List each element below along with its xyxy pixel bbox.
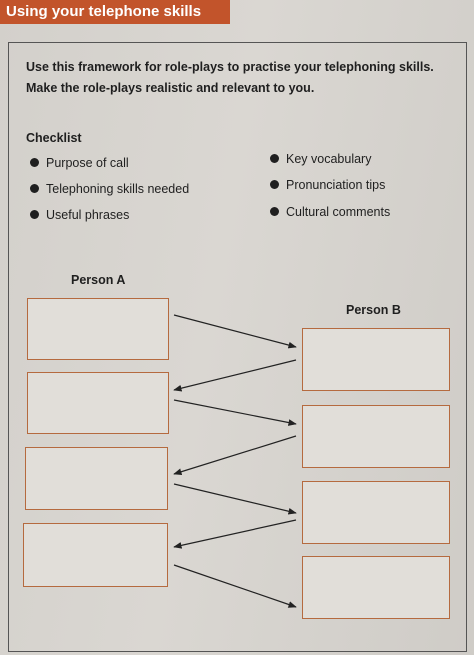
checklist-item: Key vocabulary [270,152,371,166]
person-b-box-4[interactable] [302,556,450,619]
bullet-icon [30,210,39,220]
checklist-item: Purpose of call [30,156,129,170]
instructions: Use this framework for role-plays to pra… [26,57,456,99]
arrow-b3-to-a4 [173,519,297,549]
person-a-box-1[interactable] [27,298,169,360]
arrow-b2-to-a3 [173,435,297,475]
checklist-item: Useful phrases [30,208,129,222]
person-b-box-1[interactable] [302,328,450,391]
arrow-b1-to-a2 [173,359,297,392]
person-a-box-2[interactable] [27,372,169,434]
framework-frame [8,42,467,652]
checklist-item: Cultural comments [270,205,390,219]
arrow-a4-to-b4 [173,564,297,608]
person-a-box-3[interactable] [25,447,168,510]
checklist-heading: Checklist [26,131,82,145]
bullet-icon [270,207,279,217]
person-b-box-3[interactable] [302,481,450,544]
bullet-icon [30,158,39,168]
bullet-icon [30,184,39,194]
bullet-icon [270,154,279,164]
instruction-line-2: Make the role-plays realistic and releva… [26,81,315,95]
person-b-box-2[interactable] [302,405,450,468]
bullet-icon [270,180,279,190]
person-a-label: Person A [71,273,126,287]
checklist-item: Telephoning skills needed [30,182,189,196]
arrow-a2-to-b2 [173,399,297,426]
section-title: Using your telephone skills [0,0,230,24]
person-a-box-4[interactable] [23,523,168,587]
checklist-item: Pronunciation tips [270,178,385,192]
person-b-label: Person B [346,303,401,317]
arrow-a3-to-b3 [173,483,297,515]
instruction-line-1: Use this framework for role-plays to pra… [26,60,434,74]
arrow-a1-to-b1 [173,314,297,349]
